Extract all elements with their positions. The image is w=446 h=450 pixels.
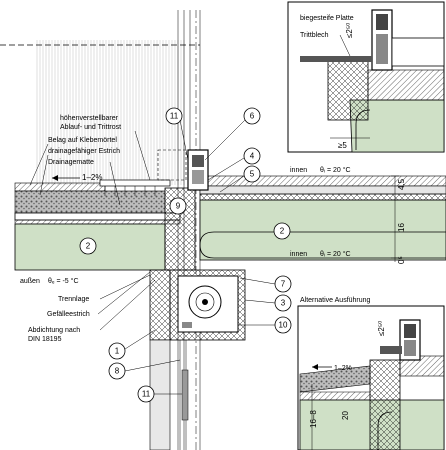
alt-title: Alternative Ausführung — [300, 297, 371, 304]
callout-2-right: 2 — [273, 222, 291, 240]
dim-16: 16 — [397, 223, 406, 232]
callout-5: 5 — [219, 165, 261, 193]
label-grate: höhenverstellbarer — [60, 115, 119, 122]
inset-label-trittblech: Trittblech — [300, 32, 329, 39]
svg-text:2: 2 — [280, 227, 285, 236]
roller-shutter-box — [169, 269, 246, 450]
callout-7: 7 — [239, 275, 292, 293]
label-belag: Belag auf Klebemörtel — [48, 137, 117, 144]
main-section: 1–2% 4,5 16 0⁵ innen θᵢ = 20 °C innen θᵢ… — [0, 10, 446, 450]
label-estrich: drainagefähiger Estrich — [48, 148, 120, 155]
temp-inside-bottom: θᵢ = 20 °C — [320, 250, 351, 258]
svg-text:2: 2 — [86, 242, 91, 251]
slope-label: 1–2% — [82, 173, 102, 182]
label-drainmat: Drainagematte — [48, 159, 94, 166]
material-labels: höhenverstellbarer Ablauf- und Trittrost… — [28, 115, 156, 343]
inside-label-top: innen — [290, 167, 307, 174]
label-grate2: Ablauf- und Trittrost — [60, 124, 121, 131]
callout-3: 3 — [244, 294, 292, 312]
inset-label-plate: biegesteife Platte — [300, 15, 354, 22]
inset-alternative: Alternative Ausführung 1–2% ≤2⁵⁰ 16–8 20 — [297, 297, 445, 450]
svg-text:4: 4 — [250, 152, 255, 161]
svg-text:11: 11 — [142, 390, 151, 399]
svg-text:1: 1 — [115, 347, 120, 356]
alt-dim-20: 20 — [341, 411, 350, 420]
facade-glazing — [0, 10, 201, 450]
alt-dim-50: ≤2⁵⁰ — [377, 321, 386, 336]
svg-text:7: 7 — [281, 280, 286, 289]
slope-arrow: 1–2% — [52, 173, 102, 182]
callout-4: 4 — [207, 147, 261, 181]
callout-8: 8 — [108, 359, 181, 380]
main-dimensions: 4,5 16 0⁵ — [391, 175, 406, 264]
svg-text:8: 8 — [115, 367, 120, 376]
callout-9: 9 — [169, 197, 187, 215]
svg-text:5: 5 — [250, 170, 255, 179]
inset-dim-50: ≤2⁵⁰ — [345, 23, 354, 38]
concrete-slab-interior — [199, 199, 446, 261]
callout-1: 1 — [108, 329, 156, 360]
callouts: 11 6 4 5 9 — [79, 107, 292, 403]
svg-text:3: 3 — [281, 299, 286, 308]
temp-outside: θₑ = -5 °C — [48, 277, 79, 285]
inside-label-bottom: innen — [290, 251, 307, 258]
interior-floor — [199, 175, 446, 201]
callout-2-left: 2 — [79, 237, 97, 255]
svg-text:9: 9 — [176, 202, 181, 211]
outside-label: außen — [20, 278, 40, 285]
callout-6: 6 — [204, 107, 261, 161]
svg-text:10: 10 — [279, 321, 288, 330]
temp-inside-top: θᵢ = 20 °C — [320, 166, 351, 174]
callout-10: 10 — [238, 316, 292, 334]
inset-dim-5: ≥5 — [338, 141, 347, 150]
label-din: DIN 18195 — [28, 336, 62, 343]
dim-0-5: 0⁵ — [397, 256, 406, 264]
label-trennlage: Trennlage — [58, 296, 89, 303]
alt-dim-16-8: 16–8 — [309, 410, 318, 428]
alt-slope-label: 1–2% — [334, 365, 352, 372]
svg-text:6: 6 — [250, 112, 255, 121]
label-abdichtung: Abdichtung nach — [28, 327, 80, 334]
inset-top-detail: biegesteife Platte Trittblech ≤2⁵⁰ ≥5 — [287, 1, 445, 153]
svg-text:11: 11 — [170, 112, 179, 121]
dim-4-5: 4,5 — [397, 178, 406, 190]
callout-11-bottom: 11 — [137, 385, 182, 403]
label-gefaelle: Gefälleestrich — [47, 311, 90, 318]
balcony-buildup — [14, 179, 181, 225]
callout-11-top: 11 — [165, 107, 189, 161]
door-sill-profile — [157, 149, 209, 191]
